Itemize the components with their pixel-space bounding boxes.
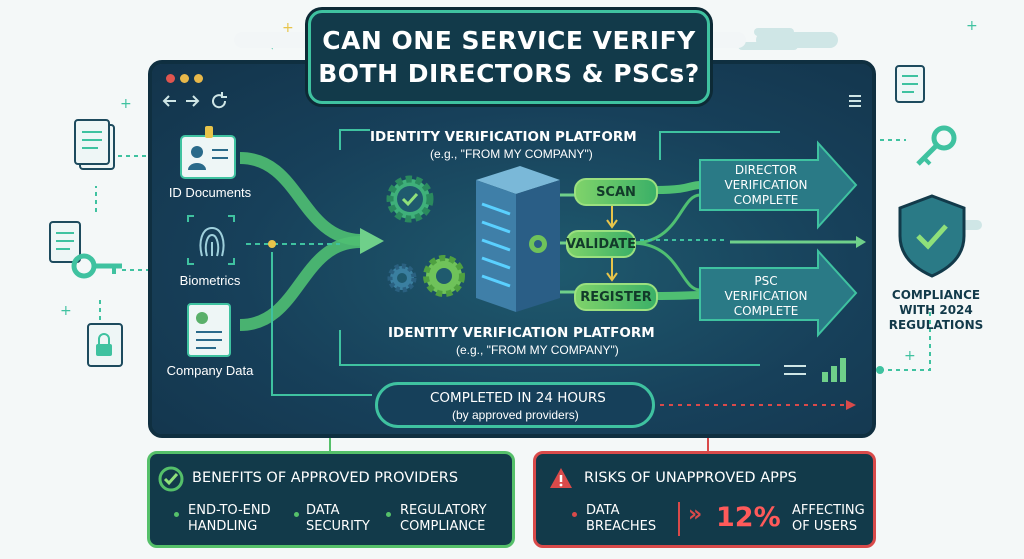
bullet-icon (294, 512, 299, 517)
risks-panel: RISKS OF UNAPPROVED APPS DATA BREACHES »… (533, 451, 876, 548)
bullet-icon (572, 512, 577, 517)
title-banner: CAN ONE SERVICE VERIFY BOTH DIRECTORS & … (308, 10, 710, 104)
document-icon (49, 221, 81, 263)
step-scan: SCAN (574, 178, 658, 206)
key-icon (71, 253, 122, 279)
document-icon (74, 119, 115, 170)
platform-subtitle-top: (e.g., "FROM MY COMPANY") (430, 147, 593, 161)
browser-search-box[interactable] (756, 32, 838, 48)
close-dot[interactable] (166, 74, 175, 83)
benefit-item-data-security: DATA SECURITY (306, 503, 370, 534)
benefits-title: BENEFITS OF APPROVED PROVIDERS (192, 470, 459, 486)
locked-document-icon (87, 323, 123, 367)
gear-icon (423, 255, 465, 297)
director-arrow (699, 140, 858, 230)
server-icon (476, 166, 560, 312)
bullet-icon (386, 512, 391, 517)
input-label-id-documents: ID Documents (168, 185, 252, 200)
warning-icon (550, 468, 572, 488)
fingerprint-icon (187, 215, 235, 265)
platform-title-top: IDENTITY VERIFICATION PLATFORM (370, 129, 637, 145)
step-validate: VALIDATE (566, 230, 636, 258)
completed-badge (375, 382, 655, 428)
completed-sub-text: (by approved providers) (452, 408, 579, 422)
platform-subtitle-bottom: (e.g., "FROM MY COMPANY") (456, 343, 619, 357)
minimize-dot[interactable] (180, 74, 189, 83)
svg-text:+: + (282, 20, 294, 36)
benefit-item-end-to-end: END-TO-END HANDLING (188, 503, 271, 534)
reload-icon[interactable] (212, 92, 227, 109)
benefits-panel: BENEFITS OF APPROVED PROVIDERS END-TO-EN… (147, 451, 515, 548)
completed-main-text: COMPLETED IN 24 HOURS (430, 390, 606, 406)
key-icon (916, 125, 957, 166)
svg-text:+: + (60, 303, 72, 319)
forward-icon[interactable] (186, 95, 200, 107)
title-line-2: BOTH DIRECTORS & PSCs? (318, 59, 700, 88)
benefit-item-regulatory-compliance: REGULATORY COMPLIANCE (400, 503, 487, 534)
bullet-icon (174, 512, 179, 517)
company-document-icon (187, 303, 231, 357)
risk-item-data-breaches: DATA BREACHES (586, 503, 657, 534)
id-card-icon (180, 126, 236, 179)
title-line-1: CAN ONE SERVICE VERIFY (322, 26, 696, 55)
svg-text:+: + (120, 96, 132, 112)
maximize-dot[interactable] (194, 74, 203, 83)
divider (678, 502, 680, 536)
compliance-label: COMPLIANCE WITH 2024 REGULATIONS (888, 288, 984, 332)
risk-stat-value: 12% (716, 502, 781, 533)
document-icon (895, 65, 925, 103)
platform-title-bottom: IDENTITY VERIFICATION PLATFORM (388, 325, 655, 341)
check-circle-icon (158, 466, 184, 492)
input-label-biometrics: Biometrics (179, 273, 241, 288)
input-label-company-data: Company Data (166, 363, 254, 378)
psc-arrow (699, 248, 858, 338)
double-chevron-icon: » (688, 502, 703, 527)
shield-check-icon (898, 194, 966, 278)
risks-title: RISKS OF UNAPPROVED APPS (584, 470, 797, 486)
psc-verification-label: PSC VERIFICATION COMPLETE (724, 274, 808, 318)
gear-icon (386, 175, 434, 223)
svg-text:+: + (966, 18, 978, 34)
menu-icon[interactable] (849, 95, 861, 107)
step-register: REGISTER (574, 283, 658, 311)
back-icon[interactable] (162, 95, 176, 107)
gear-icon (387, 263, 417, 293)
svg-text:+: + (904, 348, 916, 364)
director-verification-label: DIRECTOR VERIFICATION COMPLETE (724, 163, 808, 207)
risk-stat-label: AFFECTING OF USERS (792, 503, 865, 534)
